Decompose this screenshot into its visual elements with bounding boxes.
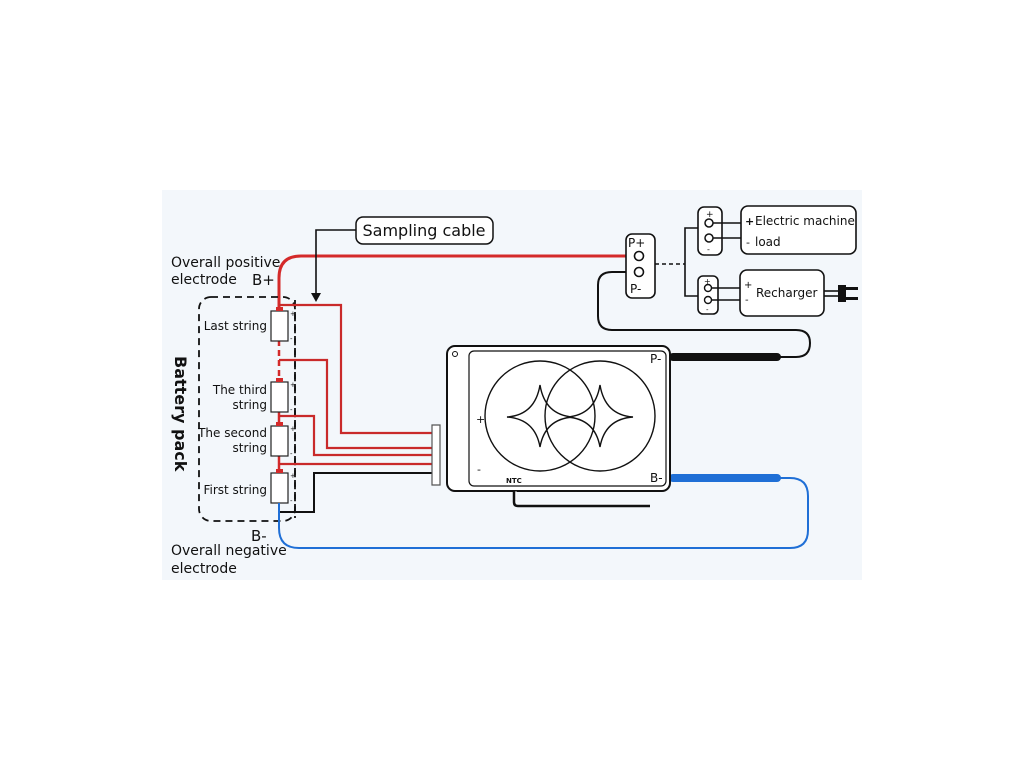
power-plug-icon <box>824 285 858 302</box>
b-minus-cable-sleeve <box>669 474 781 482</box>
svg-text:+: + <box>290 310 296 318</box>
sampling-wire-1 <box>279 303 432 435</box>
p-plus-terminal-icon <box>633 250 645 262</box>
positive-electrode-label-line2: electrode <box>171 272 237 288</box>
battery-pack-boundary <box>198 296 296 522</box>
svg-text:P+: P+ <box>628 236 645 250</box>
svg-text:+: + <box>706 210 714 220</box>
svg-text:+: + <box>476 413 485 426</box>
svg-text:-: - <box>290 450 293 458</box>
svg-text:P-: P- <box>630 282 641 296</box>
logo-circle-left <box>484 360 596 472</box>
cell-second-string: + - The second string <box>197 422 296 458</box>
cell-label: string <box>233 398 267 412</box>
cell-label: Last string <box>204 319 267 333</box>
svg-text:Electric machine: Electric machine <box>755 214 855 228</box>
svg-text:-: - <box>745 295 749 306</box>
cell-label: First string <box>203 483 267 497</box>
cell-label: The third <box>212 383 267 397</box>
sampling-cable-label: Sampling cable <box>362 221 485 240</box>
electric-machine-load-box: + Electric machine - load <box>740 205 857 255</box>
logo-circle-right <box>544 360 656 472</box>
svg-text:+: + <box>704 277 711 286</box>
logo-star-right <box>566 384 634 448</box>
cell-first-string: + - First string <box>203 469 296 505</box>
svg-text:load: load <box>755 235 781 249</box>
svg-text:+: + <box>744 280 752 291</box>
cell-label: The second <box>197 426 267 440</box>
device-branch-wire <box>684 227 698 297</box>
sampling-wire-2 <box>279 358 432 450</box>
ntc-lead <box>512 491 650 508</box>
svg-text:-: - <box>290 497 293 505</box>
b-minus-terminal-label: B- <box>251 527 267 545</box>
sampling-wire-ground <box>279 472 432 513</box>
b-plus-terminal-label: B+ <box>252 271 275 289</box>
svg-text:+: + <box>290 425 296 433</box>
output-port: P+ P- <box>625 233 656 299</box>
bms-board: + - NTC P- B- <box>446 345 671 492</box>
svg-text:Recharger: Recharger <box>756 286 817 300</box>
negative-electrode-label-line2: electrode <box>171 561 237 577</box>
p-minus-wire <box>597 271 812 358</box>
b-minus-board-label: B- <box>650 471 663 485</box>
logo-star-left <box>506 384 574 448</box>
sampling-wire-3 <box>279 414 432 457</box>
svg-text:+: + <box>290 472 296 480</box>
svg-text:-: - <box>477 463 481 476</box>
load-terminal-block: + - <box>697 206 723 256</box>
ntc-label: NTC <box>506 477 522 485</box>
cell-label: string <box>233 441 267 455</box>
sampling-cable-arrow-line <box>315 229 356 295</box>
svg-text:-: - <box>290 406 293 414</box>
positive-main-wire <box>277 254 632 308</box>
battery-pack-label: Battery pack <box>171 356 190 472</box>
cell-last-string: + - Last string <box>204 307 296 343</box>
svg-text:-: - <box>290 335 293 343</box>
negative-electrode-label-line1: Overall negative <box>171 543 287 559</box>
cell-third-string: + - The third string <box>212 378 296 414</box>
p-minus-cable-sleeve <box>669 353 781 361</box>
p-minus-board-label: P- <box>650 352 661 366</box>
recharger-box: + - Recharger <box>739 269 825 317</box>
recharger-terminal-block: + - <box>697 275 719 315</box>
svg-text:-: - <box>707 245 710 254</box>
svg-text:-: - <box>746 236 750 249</box>
positive-electrode-label-line1: Overall positive <box>171 255 280 271</box>
svg-text:-: - <box>706 306 709 314</box>
arrow-head-icon <box>311 293 321 302</box>
p-minus-terminal-icon <box>633 266 645 278</box>
svg-text:+: + <box>745 215 754 228</box>
svg-text:+: + <box>290 381 296 389</box>
sampling-wires <box>279 303 432 466</box>
negative-main-wire <box>278 477 809 549</box>
